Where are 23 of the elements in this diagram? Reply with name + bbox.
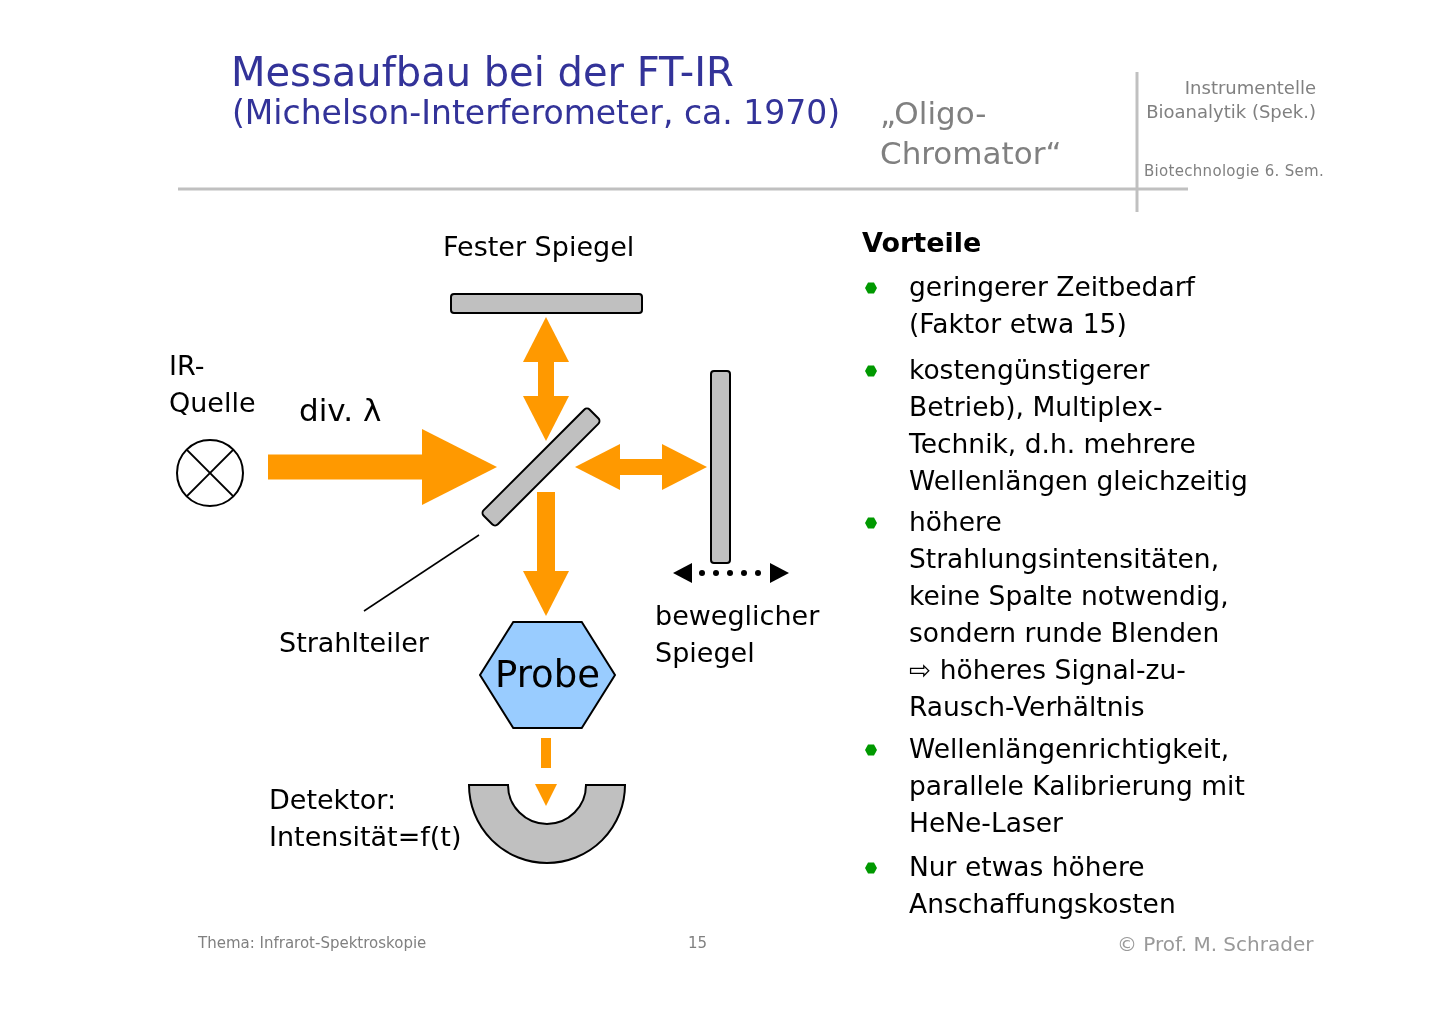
beam-arrow — [575, 444, 707, 490]
section-heading: Vorteile — [862, 226, 982, 260]
course-title: Instrumentelle Bioanalytik (Spek.) — [1145, 76, 1316, 124]
mirror-label: beweglicher Spiegel — [655, 599, 821, 670]
bullet-text: geringerer Zeitbedarf (Faktor etwa 15) — [909, 270, 1197, 341]
sample-label: Probe — [495, 653, 600, 697]
bullet-text: Nur etwas höhere Anschaffungskosten — [909, 850, 1177, 921]
bullet-text: Wellenlängenrichtigkeit, parallele Kalibrierung mit HeNe-Laser — [909, 732, 1246, 840]
page-number: 15 — [688, 933, 708, 953]
subtitle-note: „Oligo- Chromator“ — [880, 94, 1063, 173]
semester-note: Biotechnologie 6. Sem. — [1144, 161, 1325, 181]
beam-splitter-label: Strahlteiler — [279, 624, 429, 661]
beam-arrow — [535, 738, 557, 806]
bullet-text: höhere Strahlungsintensitäten, keine Spalte notwendig, sondern runde Blenden ⇨ höheres Signal-zu- Rausch-Verhältnis — [909, 505, 1230, 724]
source-label: IR- Quelle — [169, 349, 257, 420]
footer-topic: Thema: Infrarot-Spektroskopie — [198, 933, 427, 953]
mirror-label: Fester Spiegel — [443, 230, 635, 264]
detector-label: Detektor: Intensität=f(t) — [269, 783, 463, 854]
beam-arrow — [523, 317, 569, 441]
beam-arrow — [523, 492, 569, 616]
beam-arrow — [268, 429, 497, 505]
leader-line — [363, 534, 480, 612]
copyright-note: © Prof. M. Schrader — [1117, 931, 1314, 957]
